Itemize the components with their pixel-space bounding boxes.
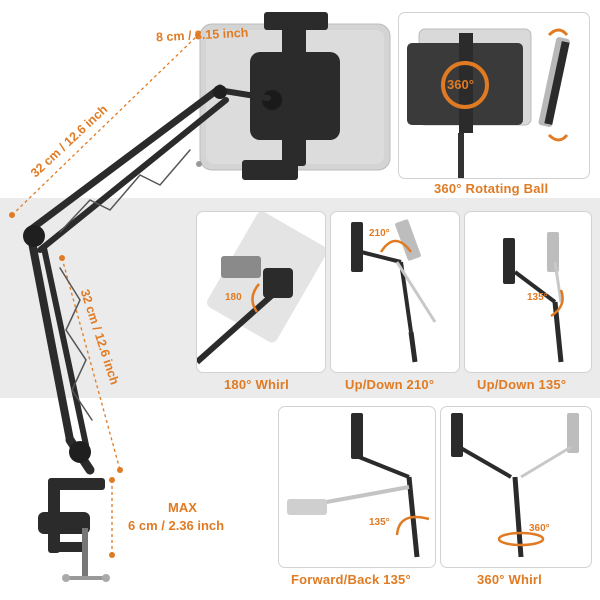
caption-forward-back: Forward/Back 135° bbox=[291, 572, 411, 587]
clamp-max-label: MAX bbox=[168, 500, 197, 515]
clamp-max-value: 6 cm / 2.36 inch bbox=[128, 518, 225, 533]
panel-rotating-ball: 360° bbox=[398, 12, 590, 179]
rotating-ball-angle: 360° bbox=[447, 77, 474, 92]
panel-forward-back: 135° bbox=[278, 406, 436, 568]
caption-180-whirl: 180° Whirl bbox=[224, 377, 289, 392]
forward-back-angle: 135° bbox=[369, 517, 390, 528]
desk-clamp bbox=[38, 478, 110, 582]
whirl-180-angle: 180 bbox=[225, 292, 242, 303]
whirl-360-angle: 360° bbox=[529, 523, 550, 534]
panel-updown-210: 210° bbox=[330, 211, 460, 373]
caption-rotating-ball: 360° Rotating Ball bbox=[434, 181, 549, 196]
tablet-holder bbox=[242, 12, 340, 180]
panel-360-whirl: 360° bbox=[440, 406, 592, 568]
caption-updown-135: Up/Down 135° bbox=[477, 377, 567, 392]
panel-updown-135: 135° bbox=[464, 211, 592, 373]
caption-updown-210: Up/Down 210° bbox=[345, 377, 435, 392]
caption-360-whirl: 360° Whirl bbox=[477, 572, 542, 587]
updown-135-angle: 135° bbox=[527, 292, 548, 303]
updown-210-angle: 210° bbox=[369, 228, 390, 239]
panel-180-whirl: 180 bbox=[196, 211, 326, 373]
